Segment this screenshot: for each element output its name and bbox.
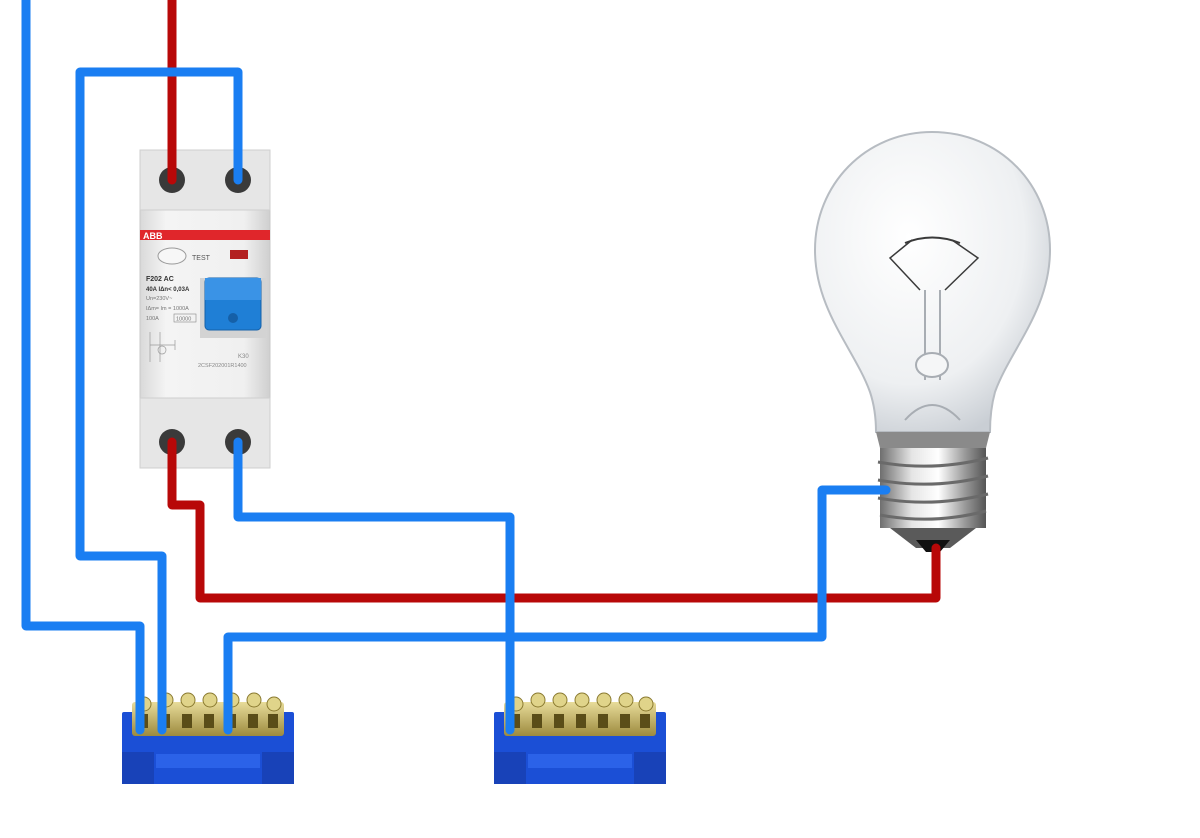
rcd-red-band	[140, 230, 270, 240]
rcd-brand: ABB	[143, 231, 163, 241]
busbar-screws	[508, 692, 654, 712]
busbar-channel	[156, 754, 260, 768]
rcd-voltage: Un=230V~	[146, 296, 172, 302]
bulb-glass	[813, 130, 1052, 433]
busbar-right	[494, 692, 666, 784]
rcd-breaker: ABB TEST F202 AC 40A IΔn< 0,03A Un=230V~…	[139, 149, 271, 469]
rcd-test-button[interactable]	[157, 247, 187, 265]
rcd-lever-screw	[228, 313, 238, 323]
rcd-circuit-symbol	[149, 332, 176, 362]
rcd-breaking: IΔm= Im = 1000A	[146, 306, 189, 312]
rcd-indicator	[230, 250, 248, 259]
rcd-rating: 40A IΔn< 0,03A	[146, 287, 190, 293]
phase-wire-to-lamp	[167, 437, 941, 603]
light-bulb	[813, 130, 1052, 552]
bulb-contact-insulator	[890, 528, 976, 548]
neutral-wire-rcd-out	[233, 437, 515, 735]
rcd-bottom-step	[139, 397, 271, 469]
rcd-model: F202 AC	[146, 276, 174, 283]
rcd-sc-box	[173, 313, 197, 323]
neutral-wire-supply-inner	[75, 67, 243, 735]
busbar-holes	[510, 714, 650, 728]
neutral-wire-supply-outer	[21, 0, 145, 735]
busbar-right-foot	[634, 752, 666, 784]
bulb-stem	[904, 290, 961, 421]
rcd-code-long: 2CSF202001R1400	[198, 363, 247, 369]
busbar-left-foot	[494, 752, 526, 784]
rcd-short-circuit: 100A	[146, 316, 159, 322]
neutral-wire-to-lamp	[223, 485, 891, 735]
busbar-left	[122, 692, 294, 784]
bulb-filament	[888, 236, 980, 291]
wires	[21, 0, 941, 735]
busbar-channel	[528, 754, 632, 768]
busbar-right-foot	[262, 752, 294, 784]
bulb-screw-base	[877, 448, 989, 528]
bulb-collar	[876, 432, 990, 448]
busbar-left-foot	[122, 752, 154, 784]
rcd-lever-top	[205, 278, 261, 300]
rcd-code-short: K30	[238, 354, 249, 360]
rcd-sc-value: 10000	[176, 317, 191, 323]
rcd-test-label: TEST	[192, 255, 211, 262]
